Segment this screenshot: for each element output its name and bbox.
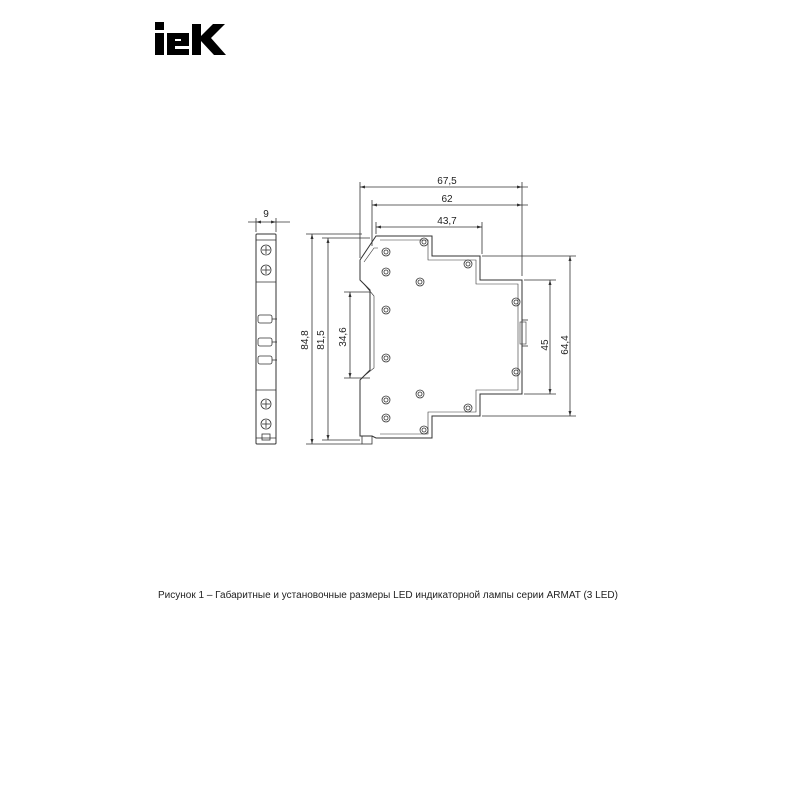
- figure-caption: Рисунок 1 – Габаритные и установочные ра…: [158, 590, 618, 601]
- dim-label-43-7: 43,7: [437, 216, 457, 227]
- dim-label-81-5: 81,5: [316, 330, 327, 350]
- dim-label-34-6: 34,6: [338, 327, 349, 347]
- iek-logo: [155, 22, 231, 56]
- iek-logo-mark: [155, 22, 226, 55]
- front-view: [306, 182, 576, 445]
- dimension-arrows: [256, 185, 572, 444]
- dim-label-45: 45: [540, 339, 551, 351]
- dim-label-67-5: 67,5: [437, 176, 457, 187]
- dim-label-9: 9: [263, 209, 269, 220]
- dim-label-84-8: 84,8: [300, 330, 311, 350]
- dim-label-64-4: 64,4: [560, 335, 571, 355]
- dim-label-62: 62: [441, 194, 453, 205]
- side-view: [248, 218, 290, 445]
